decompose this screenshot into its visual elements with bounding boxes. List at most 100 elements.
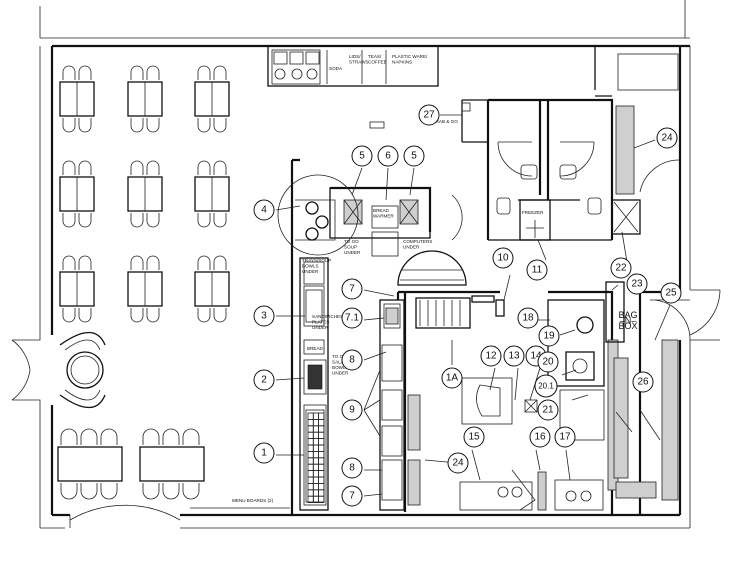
plastic-ware-label: PLASTIC WARE/NAPKINS bbox=[392, 54, 428, 65]
callout-bubble: 7 bbox=[341, 278, 363, 300]
callout-label: 15 bbox=[468, 432, 480, 443]
callout-bubble: 24 bbox=[447, 452, 469, 474]
callout-label: 26 bbox=[637, 377, 649, 388]
callout-label: 2 bbox=[261, 375, 267, 386]
round-booth bbox=[59, 331, 106, 409]
callout-label: 6 bbox=[385, 151, 391, 162]
callout-bubble: 24 bbox=[656, 127, 678, 149]
callout-label: 14 bbox=[530, 351, 542, 362]
dining-table bbox=[59, 255, 95, 323]
callout-label: 7.1 bbox=[345, 313, 359, 324]
callout-label: 24 bbox=[661, 133, 673, 144]
callout-label: 19 bbox=[543, 331, 555, 342]
callout-label: 20.1 bbox=[538, 382, 554, 391]
callout-label: 12 bbox=[485, 351, 497, 362]
callout-bubble: 7.1 bbox=[341, 307, 363, 329]
callout-bubble: 15 bbox=[463, 426, 485, 448]
grab-and-go-note: GRAB & GO bbox=[432, 119, 458, 124]
callout-bubble: 5 bbox=[403, 145, 425, 167]
dining-table bbox=[194, 255, 230, 323]
callout-label: 16 bbox=[534, 432, 546, 443]
callout-bubble: 20 bbox=[537, 351, 559, 373]
exterior-walls bbox=[11, 0, 721, 529]
dining-area bbox=[57, 65, 230, 500]
menu-boards-note: MENU BOARDS (2) bbox=[232, 498, 274, 503]
callout-label: 10 bbox=[497, 253, 509, 264]
callout-label: 4 bbox=[261, 205, 267, 216]
dining-table bbox=[59, 65, 95, 133]
callout-label: 11 bbox=[532, 265, 543, 276]
callout-bubble: 23 bbox=[626, 273, 648, 295]
bread-label: BREAD bbox=[307, 346, 324, 351]
callout-label: 5 bbox=[411, 151, 417, 162]
callout-label: 8 bbox=[349, 355, 355, 366]
dining-table bbox=[127, 255, 163, 323]
callout-label: 24 bbox=[452, 458, 464, 469]
callout-bubble: 16 bbox=[529, 426, 551, 448]
callout-bubble: 12 bbox=[480, 345, 502, 367]
callout-bubble: 19 bbox=[538, 325, 560, 347]
callout-bubble: 10 bbox=[492, 247, 514, 269]
dining-table bbox=[194, 65, 230, 133]
callout-bubble: 11 bbox=[526, 259, 548, 281]
callout-label: 20 bbox=[542, 357, 554, 368]
callout-label: 13 bbox=[508, 351, 520, 362]
callout-label: 17 bbox=[559, 432, 571, 443]
callout-bubble: 3 bbox=[253, 305, 275, 327]
teas-label: TEAS/COFFEE bbox=[368, 54, 387, 65]
callout-label: 25 bbox=[665, 288, 677, 299]
callout-bubble: 22 bbox=[610, 257, 632, 279]
callout-bubble: 4 bbox=[253, 199, 275, 221]
callout-bubble: 1 bbox=[253, 442, 275, 464]
dining-table bbox=[194, 160, 230, 228]
dining-table bbox=[57, 428, 123, 500]
lids-label: LIDS/STRAWS bbox=[349, 54, 368, 65]
dining-table bbox=[139, 428, 205, 500]
callout-label: 3 bbox=[261, 311, 267, 322]
callout-bubble: 9 bbox=[341, 399, 363, 421]
callout-label: 21 bbox=[542, 405, 554, 416]
dining-table bbox=[59, 160, 95, 228]
cold-well-grid bbox=[307, 412, 325, 504]
callout-bubble: 21 bbox=[537, 399, 559, 421]
callout-label: 9 bbox=[349, 405, 355, 416]
callout-bubble: 13 bbox=[503, 345, 525, 367]
callout-label: 7 bbox=[349, 284, 355, 295]
callout-bubble: 7 bbox=[341, 485, 363, 507]
beverage-counter: SODA LIDS/STRAWS TEAS/COFFEE PLASTIC WAR… bbox=[267, 45, 439, 129]
callout-bubble: 18 bbox=[517, 307, 539, 329]
dining-table bbox=[127, 65, 163, 133]
callout-label: 27 bbox=[423, 110, 435, 121]
callout-bubble: 8 bbox=[341, 349, 363, 371]
callout-label: 18 bbox=[522, 313, 534, 324]
bag-n-box-label: BAG–N–BOX bbox=[618, 310, 637, 331]
soda-label: SODA bbox=[329, 66, 343, 71]
callout-bubble: 1A bbox=[441, 367, 463, 389]
callout-label: 23 bbox=[631, 279, 643, 290]
callout-label: 5 bbox=[359, 151, 365, 162]
callout-bubble: 27 bbox=[418, 104, 440, 126]
callout-bubble: 5 bbox=[351, 145, 373, 167]
callout-bubble: 8 bbox=[341, 457, 363, 479]
callout-bubble: 17 bbox=[554, 426, 576, 448]
callout-label: 22 bbox=[615, 263, 627, 274]
freezer-label: FREEZER bbox=[522, 210, 544, 215]
callout-label: 1 bbox=[261, 448, 267, 459]
callout-bubble: 6 bbox=[377, 145, 399, 167]
callout-bubble: 26 bbox=[632, 371, 654, 393]
callout-label: 1A bbox=[446, 373, 459, 384]
callout-label: 8 bbox=[349, 463, 355, 474]
callout-bubble: 25 bbox=[660, 282, 682, 304]
dining-table bbox=[127, 160, 163, 228]
callout-bubble: 20.1 bbox=[534, 374, 558, 398]
restrooms: GRAB & GO FREEZER bbox=[432, 46, 681, 241]
